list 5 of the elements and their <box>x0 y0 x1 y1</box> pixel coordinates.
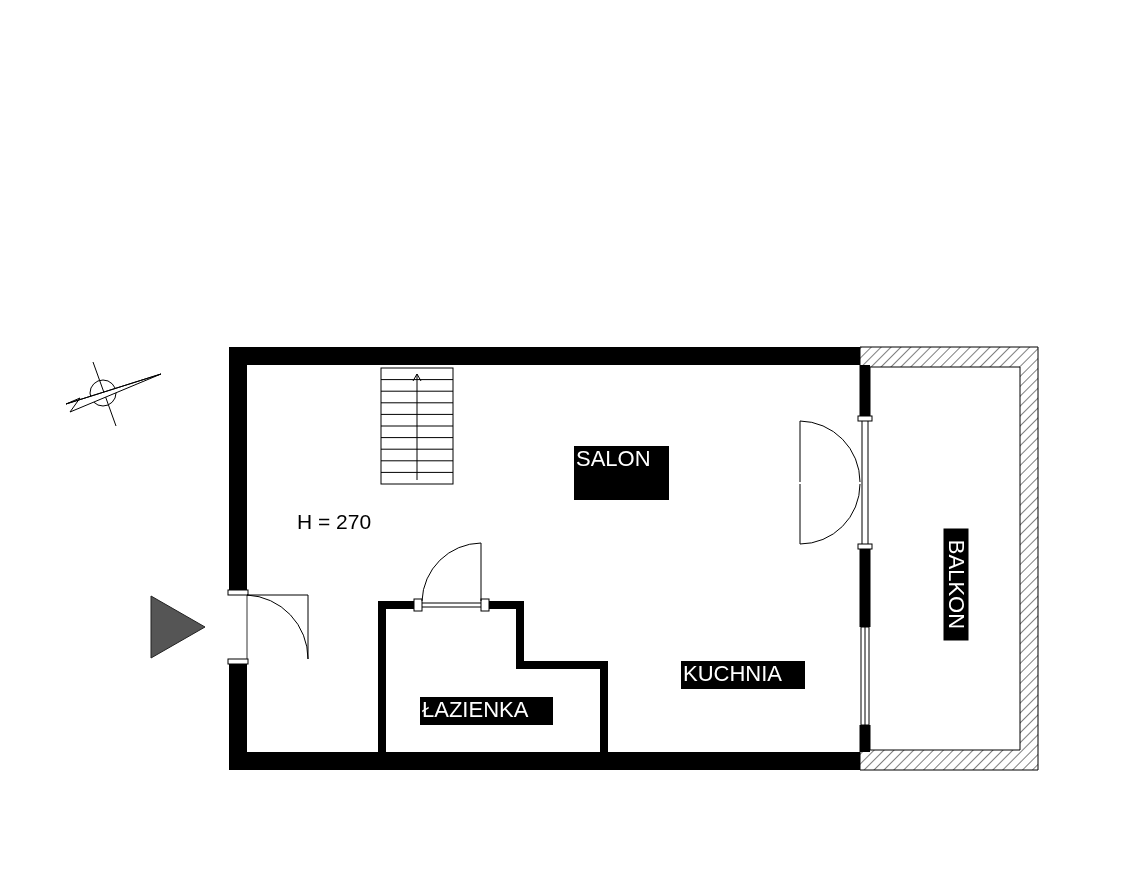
room-label: KUCHNIA <box>681 661 805 689</box>
room-label: ŁAZIENKA <box>420 697 553 725</box>
room-label: BALKON <box>943 528 968 640</box>
room-label: SALON <box>574 446 669 500</box>
ceiling-height-label: H = 270 <box>297 509 372 535</box>
